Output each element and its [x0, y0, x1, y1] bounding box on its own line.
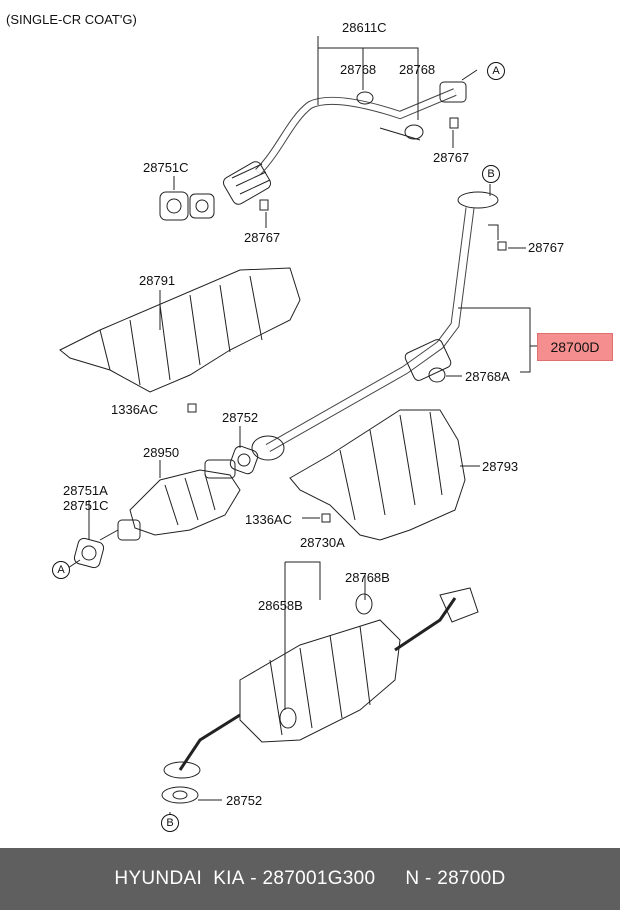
- callout-28767-c: 28767: [528, 240, 565, 255]
- callout-28752-b: 28752: [226, 793, 263, 808]
- callout-28950: 28950: [143, 445, 180, 460]
- converter-outlet-flange: [117, 519, 141, 541]
- nut-28767-c: [497, 241, 507, 251]
- tail-pipe-tip: [439, 587, 479, 623]
- flex-section-top: [223, 161, 271, 205]
- callout-28768A: 28768A: [465, 369, 510, 384]
- catalytic-converter-28950: [117, 459, 241, 541]
- diagram-drawing: [59, 36, 537, 818]
- callout-1336AC-b: 1336AC: [245, 512, 292, 527]
- callout-28752-a: 28752: [222, 410, 259, 425]
- exhaust-parts-diagram: (SINGLE-CR COAT'G) 28611C 28768 28768 28…: [6, 12, 613, 832]
- callout-28767-a: 28767: [433, 150, 470, 165]
- callout-28768B: 28768B: [345, 570, 390, 585]
- callout-28611C: 28611C: [342, 20, 387, 35]
- callout-28751C-top: 28751C: [143, 160, 189, 175]
- gasket-28752-b: [161, 786, 199, 804]
- callout-28751C-low: 28751C: [63, 498, 109, 513]
- callout-28768-b: 28768: [399, 62, 436, 77]
- highlighted-part-label[interactable]: 28700D: [537, 333, 613, 361]
- nut-28767-a: [449, 117, 459, 129]
- reference-marker-A-low: A: [52, 561, 70, 579]
- callout-28791: 28791: [139, 273, 176, 288]
- bolt-1336AC-b: [321, 513, 331, 523]
- hanger-28768A: [428, 367, 446, 383]
- gasket-28751C-top: [159, 191, 215, 221]
- footer-ref: N - 28700D: [405, 868, 506, 889]
- muffler-inlet-flange: [163, 761, 201, 779]
- center-pipe: [265, 207, 475, 452]
- hanger-28768B: [279, 707, 297, 729]
- flange-center-top: [457, 191, 499, 209]
- callout-28767-b: 28767: [244, 230, 281, 245]
- reference-marker-B-low: B: [161, 814, 179, 832]
- header-note: (SINGLE-CR COAT'G): [6, 12, 137, 27]
- callout-28658B: 28658B: [258, 598, 303, 613]
- nut-28767-b: [259, 199, 269, 211]
- flange-top-right: [439, 81, 467, 103]
- reference-marker-A-top: A: [487, 62, 505, 80]
- bolt-1336AC-a: [187, 403, 197, 413]
- callout-28730A: 28730A: [300, 535, 345, 550]
- callout-1336AC-a: 1336AC: [111, 402, 158, 417]
- footer-brand: HYUNDAI KIA: [114, 868, 245, 889]
- callout-28793: 28793: [482, 459, 519, 474]
- gasket-28751-low: [73, 537, 105, 569]
- reference-marker-B-top: B: [482, 165, 500, 183]
- flange-center-bottom: [251, 435, 285, 461]
- main-muffler-28730A: [163, 587, 479, 779]
- heat-protector-28791: [59, 267, 301, 393]
- footer-bar: HYUNDAI KIA - 287001G300 N - 28700D: [0, 848, 620, 910]
- heat-protector-28793: [289, 409, 466, 541]
- hanger-28768-b: [404, 124, 424, 140]
- footer-part-number: - 287001G300: [244, 868, 376, 889]
- callout-28768-a: 28768: [340, 62, 377, 77]
- highlighted-part-number: 28700D: [550, 339, 600, 355]
- gasket-28752-a: [229, 445, 259, 475]
- flex-section-center: [404, 339, 452, 381]
- hanger-28768-a: [356, 91, 374, 105]
- callout-28751A: 28751A: [63, 483, 108, 498]
